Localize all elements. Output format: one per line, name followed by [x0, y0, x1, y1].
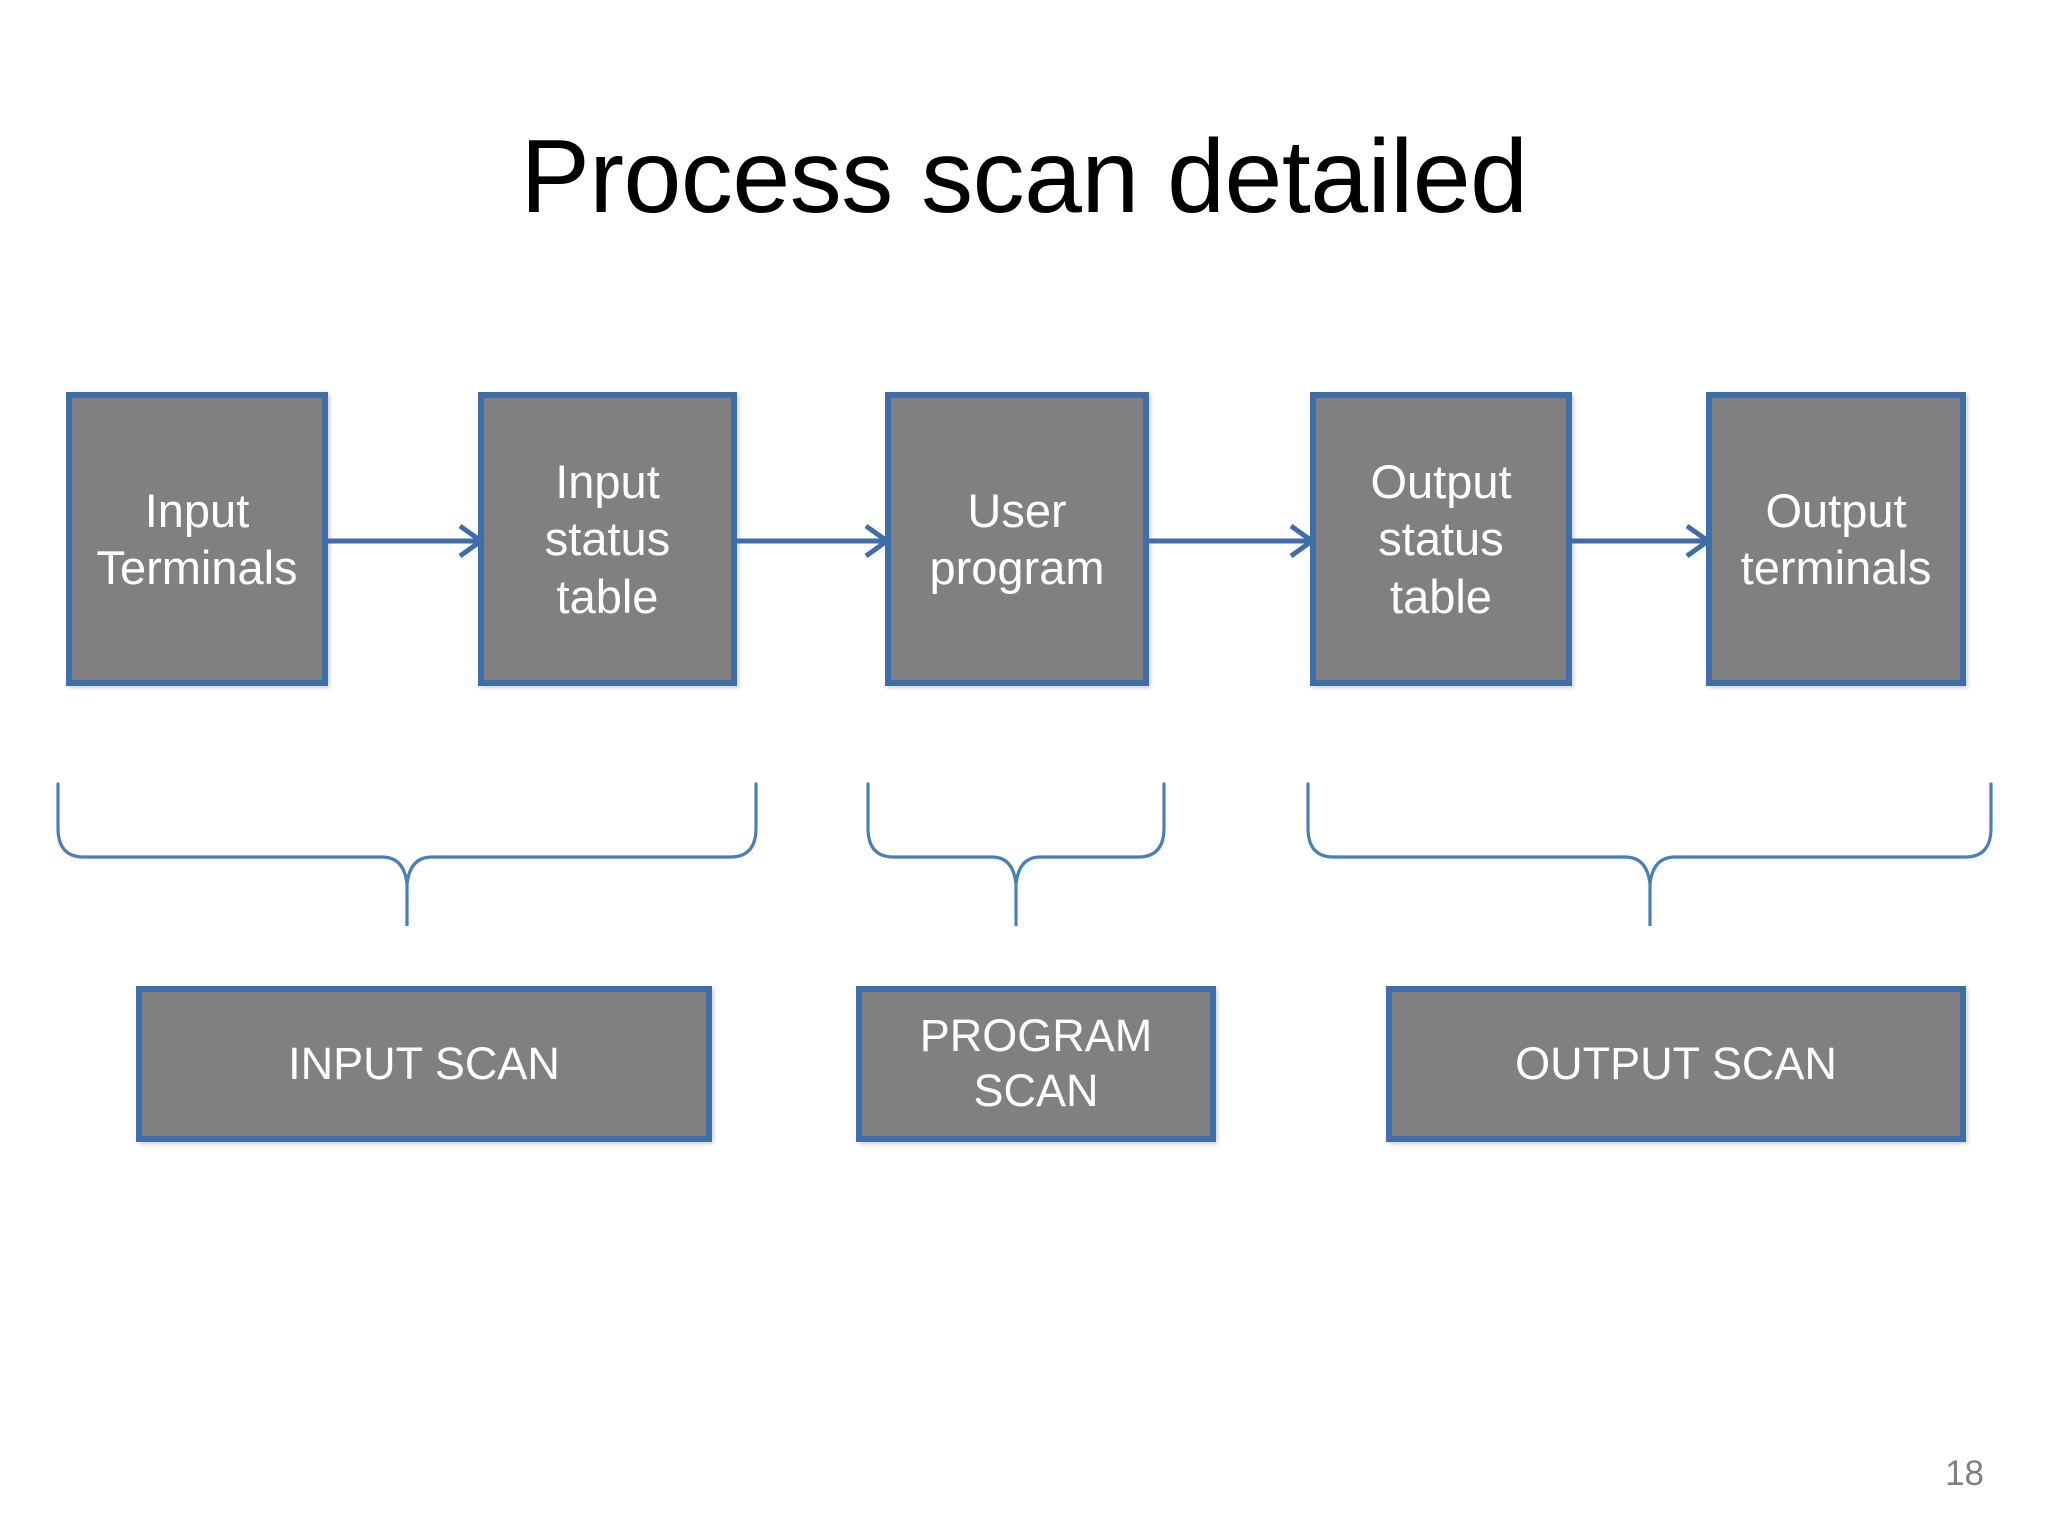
- brace-program-scan: [866, 782, 1166, 926]
- flow-box-label: Output status table: [1316, 453, 1566, 625]
- flow-box-user-program[interactable]: User program: [885, 392, 1149, 686]
- flow-box-output-terminals[interactable]: Output terminals: [1706, 392, 1966, 686]
- flow-box-line-3: table: [556, 569, 659, 623]
- flow-box-line-2: terminals: [1740, 541, 1932, 594]
- flow-box-line-2: status: [544, 512, 671, 566]
- flow-box-line-1: Output: [1765, 483, 1907, 537]
- flow-box-label: User program: [891, 482, 1143, 597]
- arrow-input-status-to-user-program: [735, 523, 892, 559]
- scan-box-output-scan[interactable]: OUTPUT SCAN: [1386, 986, 1966, 1142]
- scan-box-line-1: INPUT SCAN: [288, 1037, 560, 1089]
- flow-box-label: Input status table: [484, 453, 731, 625]
- scan-box-line-2: SCAN: [973, 1065, 1099, 1116]
- flow-box-label: Input Terminals: [72, 482, 322, 597]
- brace-input-scan: [56, 782, 758, 926]
- scan-box-line-1: PROGRAM: [919, 1010, 1153, 1062]
- scan-box-line-1: OUTPUT SCAN: [1515, 1037, 1837, 1089]
- flow-box-line-2: program: [929, 541, 1105, 594]
- arrow-input-terminals-to-input-status: [326, 523, 486, 559]
- scan-box-program-scan[interactable]: PROGRAM SCAN: [856, 986, 1216, 1142]
- flow-box-line-1: Input: [144, 483, 250, 537]
- page-title: Process scan detailed: [520, 119, 1528, 235]
- flow-box-line-3: table: [1390, 569, 1492, 623]
- flow-box-line-1: Output: [1370, 455, 1512, 508]
- flow-box-line-1: User: [967, 483, 1067, 537]
- scan-box-label: PROGRAM SCAN: [862, 1009, 1210, 1119]
- scan-box-input-scan[interactable]: INPUT SCAN: [136, 986, 712, 1142]
- page-number: 18: [1945, 1454, 1984, 1493]
- arrow-user-program-to-output-status: [1148, 523, 1317, 559]
- flow-box-output-status-table[interactable]: Output status table: [1310, 392, 1572, 686]
- brace-output-scan: [1306, 782, 1993, 926]
- flow-box-input-status-table[interactable]: Input status table: [478, 392, 737, 686]
- scan-box-label: INPUT SCAN: [142, 1037, 706, 1092]
- flow-box-label: Output terminals: [1712, 482, 1960, 597]
- flow-box-input-terminals[interactable]: Input Terminals: [66, 392, 328, 686]
- scan-box-label: OUTPUT SCAN: [1392, 1037, 1960, 1092]
- arrow-output-status-to-output-terminals: [1571, 523, 1713, 559]
- flow-box-line-1: Input: [555, 455, 660, 508]
- flow-box-line-2: Terminals: [96, 541, 298, 594]
- flow-box-line-2: status: [1378, 512, 1504, 566]
